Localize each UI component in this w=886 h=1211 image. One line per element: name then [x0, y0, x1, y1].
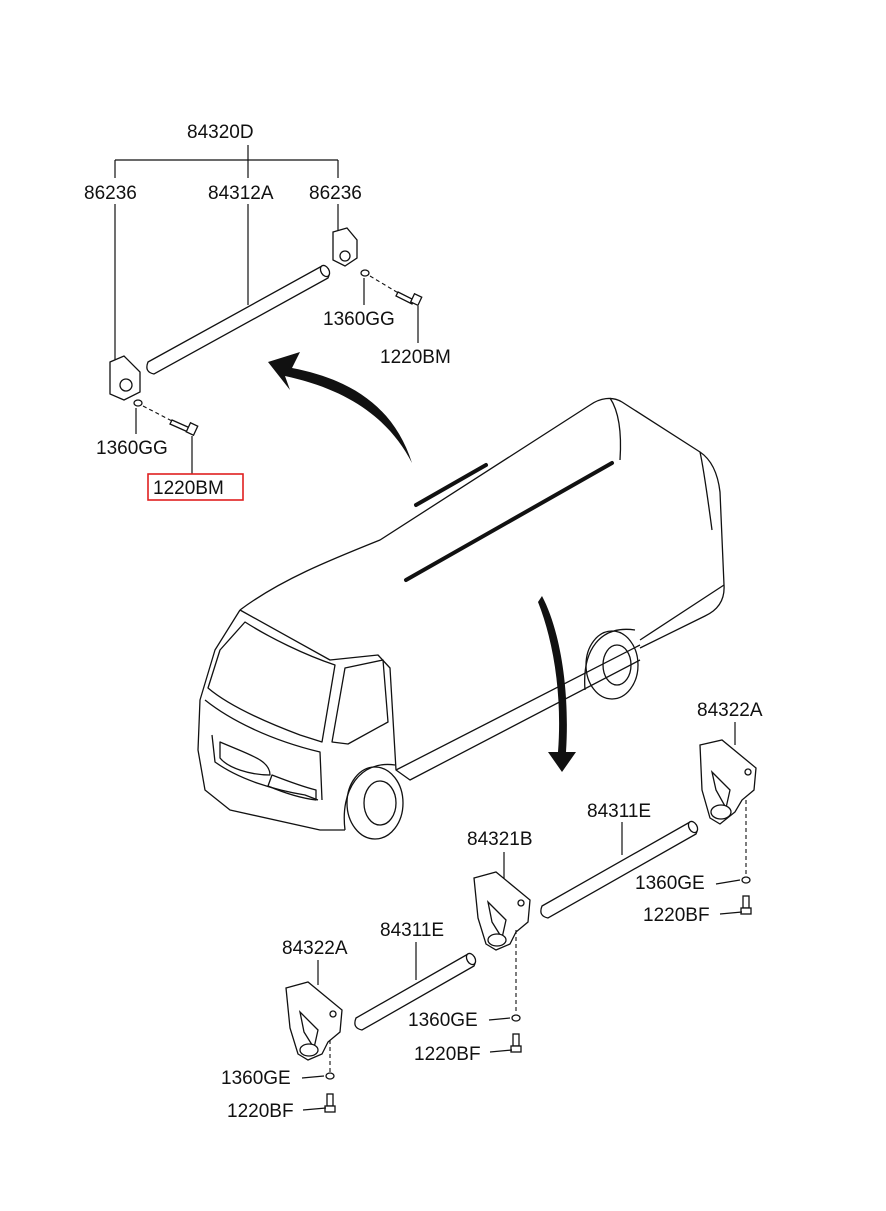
label-bracket-lower-right[interactable]: 84322A	[697, 700, 763, 721]
label-bracket-center[interactable]: 84321B	[467, 829, 533, 850]
upper-right-bracket	[332, 227, 358, 267]
label-assembly[interactable]: 84320D	[187, 122, 254, 143]
van-outline	[197, 397, 725, 840]
label-washer-upper-left[interactable]: 1360GG	[96, 438, 168, 459]
lower-right-bracket	[699, 739, 757, 825]
label-bolt-upper-right[interactable]: 1220BM	[380, 347, 451, 368]
center-bolt	[510, 1033, 522, 1053]
lower-right-bolt	[740, 895, 752, 915]
label-bolt-lower-right[interactable]: 1220BF	[643, 905, 710, 926]
upper-left-bolt	[169, 419, 199, 437]
lower-assembly	[285, 722, 757, 1113]
upper-right-washer	[360, 269, 370, 277]
van-rail-long	[404, 461, 614, 582]
label-bracket-lower-left[interactable]: 84322A	[282, 938, 348, 959]
center-bracket	[473, 871, 531, 951]
label-bolt-lower-left[interactable]: 1220BF	[227, 1101, 294, 1122]
lower-right-rod	[540, 820, 699, 919]
label-bracket-left[interactable]: 86236	[84, 183, 137, 204]
label-bolt-center[interactable]: 1220BF	[414, 1044, 481, 1065]
label-rod-upper[interactable]: 84312A	[208, 183, 274, 204]
upper-left-washer	[133, 399, 143, 407]
label-rod-lower-right[interactable]: 84311E	[587, 801, 651, 822]
lower-left-washer	[325, 1072, 335, 1080]
lower-left-rod	[354, 952, 477, 1031]
upper-right-bolt	[395, 291, 423, 307]
van-rail-short	[414, 463, 488, 507]
label-rod-lower-left[interactable]: 84311E	[380, 920, 444, 941]
label-bolt-upper-left-highlighted[interactable]: 1220BM	[153, 478, 224, 499]
arrow-up-left	[268, 352, 412, 463]
label-washer-lower-left[interactable]: 1360GE	[221, 1068, 291, 1089]
label-washer-lower-right[interactable]: 1360GE	[635, 873, 705, 894]
center-washer	[511, 1014, 521, 1022]
lower-left-bracket	[285, 981, 343, 1061]
label-washer-center[interactable]: 1360GE	[408, 1010, 478, 1031]
upper-rod	[146, 264, 331, 375]
upper-assembly	[109, 145, 423, 501]
upper-left-bracket	[109, 355, 141, 401]
highlight-box	[147, 473, 244, 501]
lower-left-bolt	[324, 1093, 336, 1113]
lower-right-washer	[741, 876, 751, 884]
label-bracket-right[interactable]: 86236	[309, 183, 362, 204]
label-washer-upper-right[interactable]: 1360GG	[323, 309, 395, 330]
arrow-down	[538, 596, 576, 772]
